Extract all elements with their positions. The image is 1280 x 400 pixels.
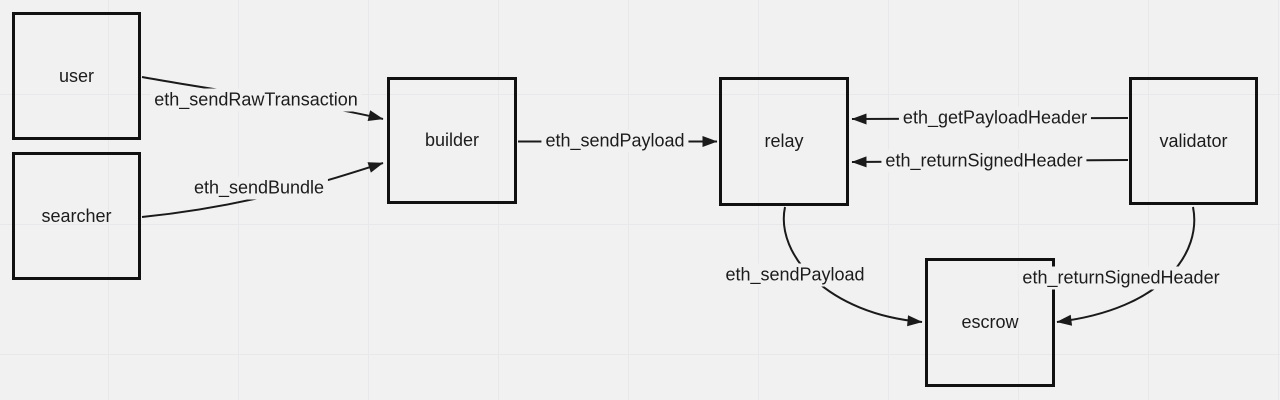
edge-label-send-payload-relay-escrow: eth_sendPayload — [721, 263, 869, 287]
edge-label-return-signed-header-relay: eth_returnSignedHeader — [881, 149, 1087, 173]
node-searcher-label: searcher — [41, 205, 112, 226]
node-escrow: escrow — [925, 258, 1055, 387]
node-escrow-label: escrow — [961, 312, 1019, 332]
edge-validator-escrow — [1056, 206, 1196, 326]
edge-label-send-bundle: eth_sendBundle — [189, 176, 329, 200]
node-relay-label: relay — [764, 131, 804, 151]
edge-label-get-payload-header: eth_getPayloadHeader — [898, 106, 1092, 130]
node-user: user — [12, 12, 141, 140]
edge-label-send-payload-builder-relay: eth_sendPayload — [541, 129, 689, 153]
edge-label-send-raw-transaction: eth_sendRawTransaction — [150, 88, 362, 112]
node-builder: builder — [387, 77, 517, 204]
node-builder-label: builder — [424, 130, 480, 150]
node-searcher: searcher — [12, 152, 141, 280]
edge-label-return-signed-header-escrow: eth_returnSignedHeader — [1018, 266, 1224, 290]
node-validator: validator — [1129, 77, 1258, 205]
node-user-label: user — [58, 65, 94, 86]
node-validator-label: validator — [1159, 130, 1228, 151]
node-relay: relay — [719, 77, 849, 206]
